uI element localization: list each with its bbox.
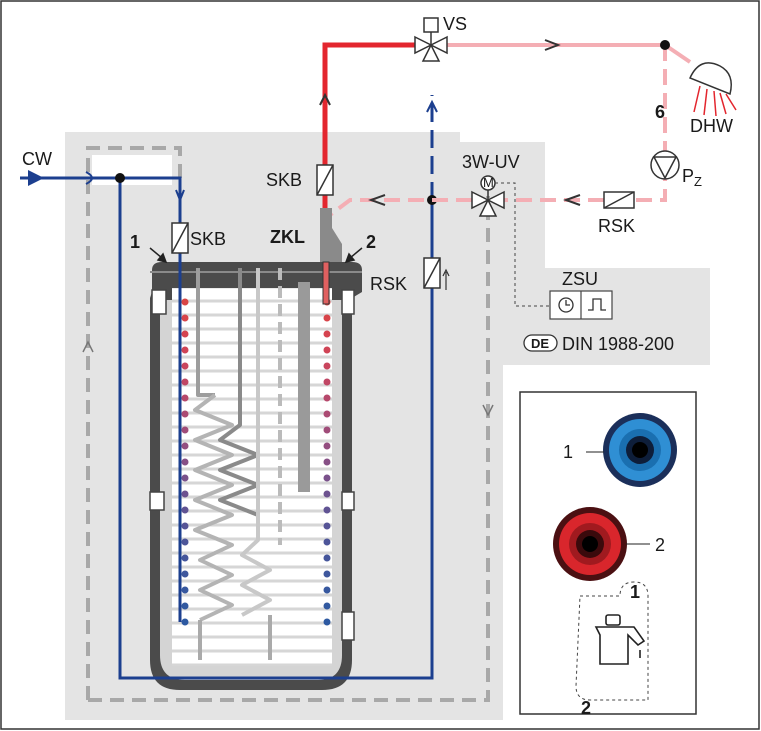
label-tank-1: 1 — [130, 232, 140, 252]
din-badge — [523, 334, 558, 352]
label-rsk-right: RSK — [598, 216, 635, 236]
arrow-right — [544, 39, 561, 51]
label-skb-left: SKB — [190, 229, 226, 249]
zkl-pipe — [320, 208, 342, 305]
label-din: DIN 1988-200 — [562, 334, 674, 354]
threewuv-valve — [471, 175, 505, 217]
skb-valve-top — [316, 164, 334, 196]
vs-valve — [414, 17, 448, 62]
tank-fittings — [149, 289, 355, 641]
grey-return-loop — [86, 146, 490, 702]
red-connector-icon — [553, 507, 627, 581]
arrow-up-red — [319, 92, 331, 106]
label-tank-2: 2 — [366, 232, 376, 252]
label-din-badge: DE — [531, 336, 549, 351]
blue-connector-icon — [603, 413, 677, 487]
cw-arrow — [28, 170, 44, 186]
pulse-icon — [588, 298, 606, 311]
faucet-icon — [594, 614, 646, 665]
label-zsu: ZSU — [562, 269, 598, 289]
arrow-down-blue — [175, 189, 185, 203]
arrow-up-blue — [426, 99, 438, 113]
junction-dot — [660, 40, 670, 50]
label-6: 6 — [655, 102, 665, 122]
cold-water-pipes — [20, 95, 434, 680]
circulation-pump — [650, 150, 680, 180]
white-notch — [92, 155, 172, 185]
label-inset-2: 2 — [655, 535, 665, 555]
connection-legend-inset — [519, 391, 697, 715]
pointer-arrows — [149, 247, 363, 264]
arrow-left — [368, 194, 386, 206]
zsu-controller — [549, 290, 613, 320]
rsk-valve-mid — [423, 257, 450, 290]
label-cw: CW — [22, 149, 52, 169]
label-tap-2: 2 — [581, 698, 591, 718]
label-skb-top: SKB — [266, 170, 302, 190]
anode-rod — [298, 282, 310, 492]
arrow-left — [563, 194, 581, 206]
label-tap-1: 1 — [630, 582, 640, 602]
label-dhw: DHW — [690, 116, 733, 136]
rsk-valve-right — [603, 191, 635, 209]
junction-dot — [115, 173, 125, 183]
label-pz: PZ — [682, 166, 702, 189]
skb-valve-left — [171, 222, 189, 254]
crossing-hop — [85, 171, 93, 185]
label-vs: VS — [443, 14, 467, 34]
arrow-up-grey — [82, 340, 94, 353]
clock-icon — [558, 297, 574, 313]
heater-elements — [193, 268, 282, 660]
label-inset-1: 1 — [563, 442, 573, 462]
label-motor: M — [483, 175, 494, 190]
label-rsk-mid: RSK — [370, 274, 407, 294]
label-zkl: ZKL — [270, 227, 305, 247]
arrow-down-grey — [482, 404, 494, 417]
label-3w-uv: 3W-UV — [462, 152, 520, 172]
hot-water-pipes — [322, 42, 415, 210]
heat-exchanger-coil-left — [181, 298, 189, 626]
heat-exchanger-coil-right — [323, 298, 331, 626]
shower-head-icon — [688, 62, 737, 117]
